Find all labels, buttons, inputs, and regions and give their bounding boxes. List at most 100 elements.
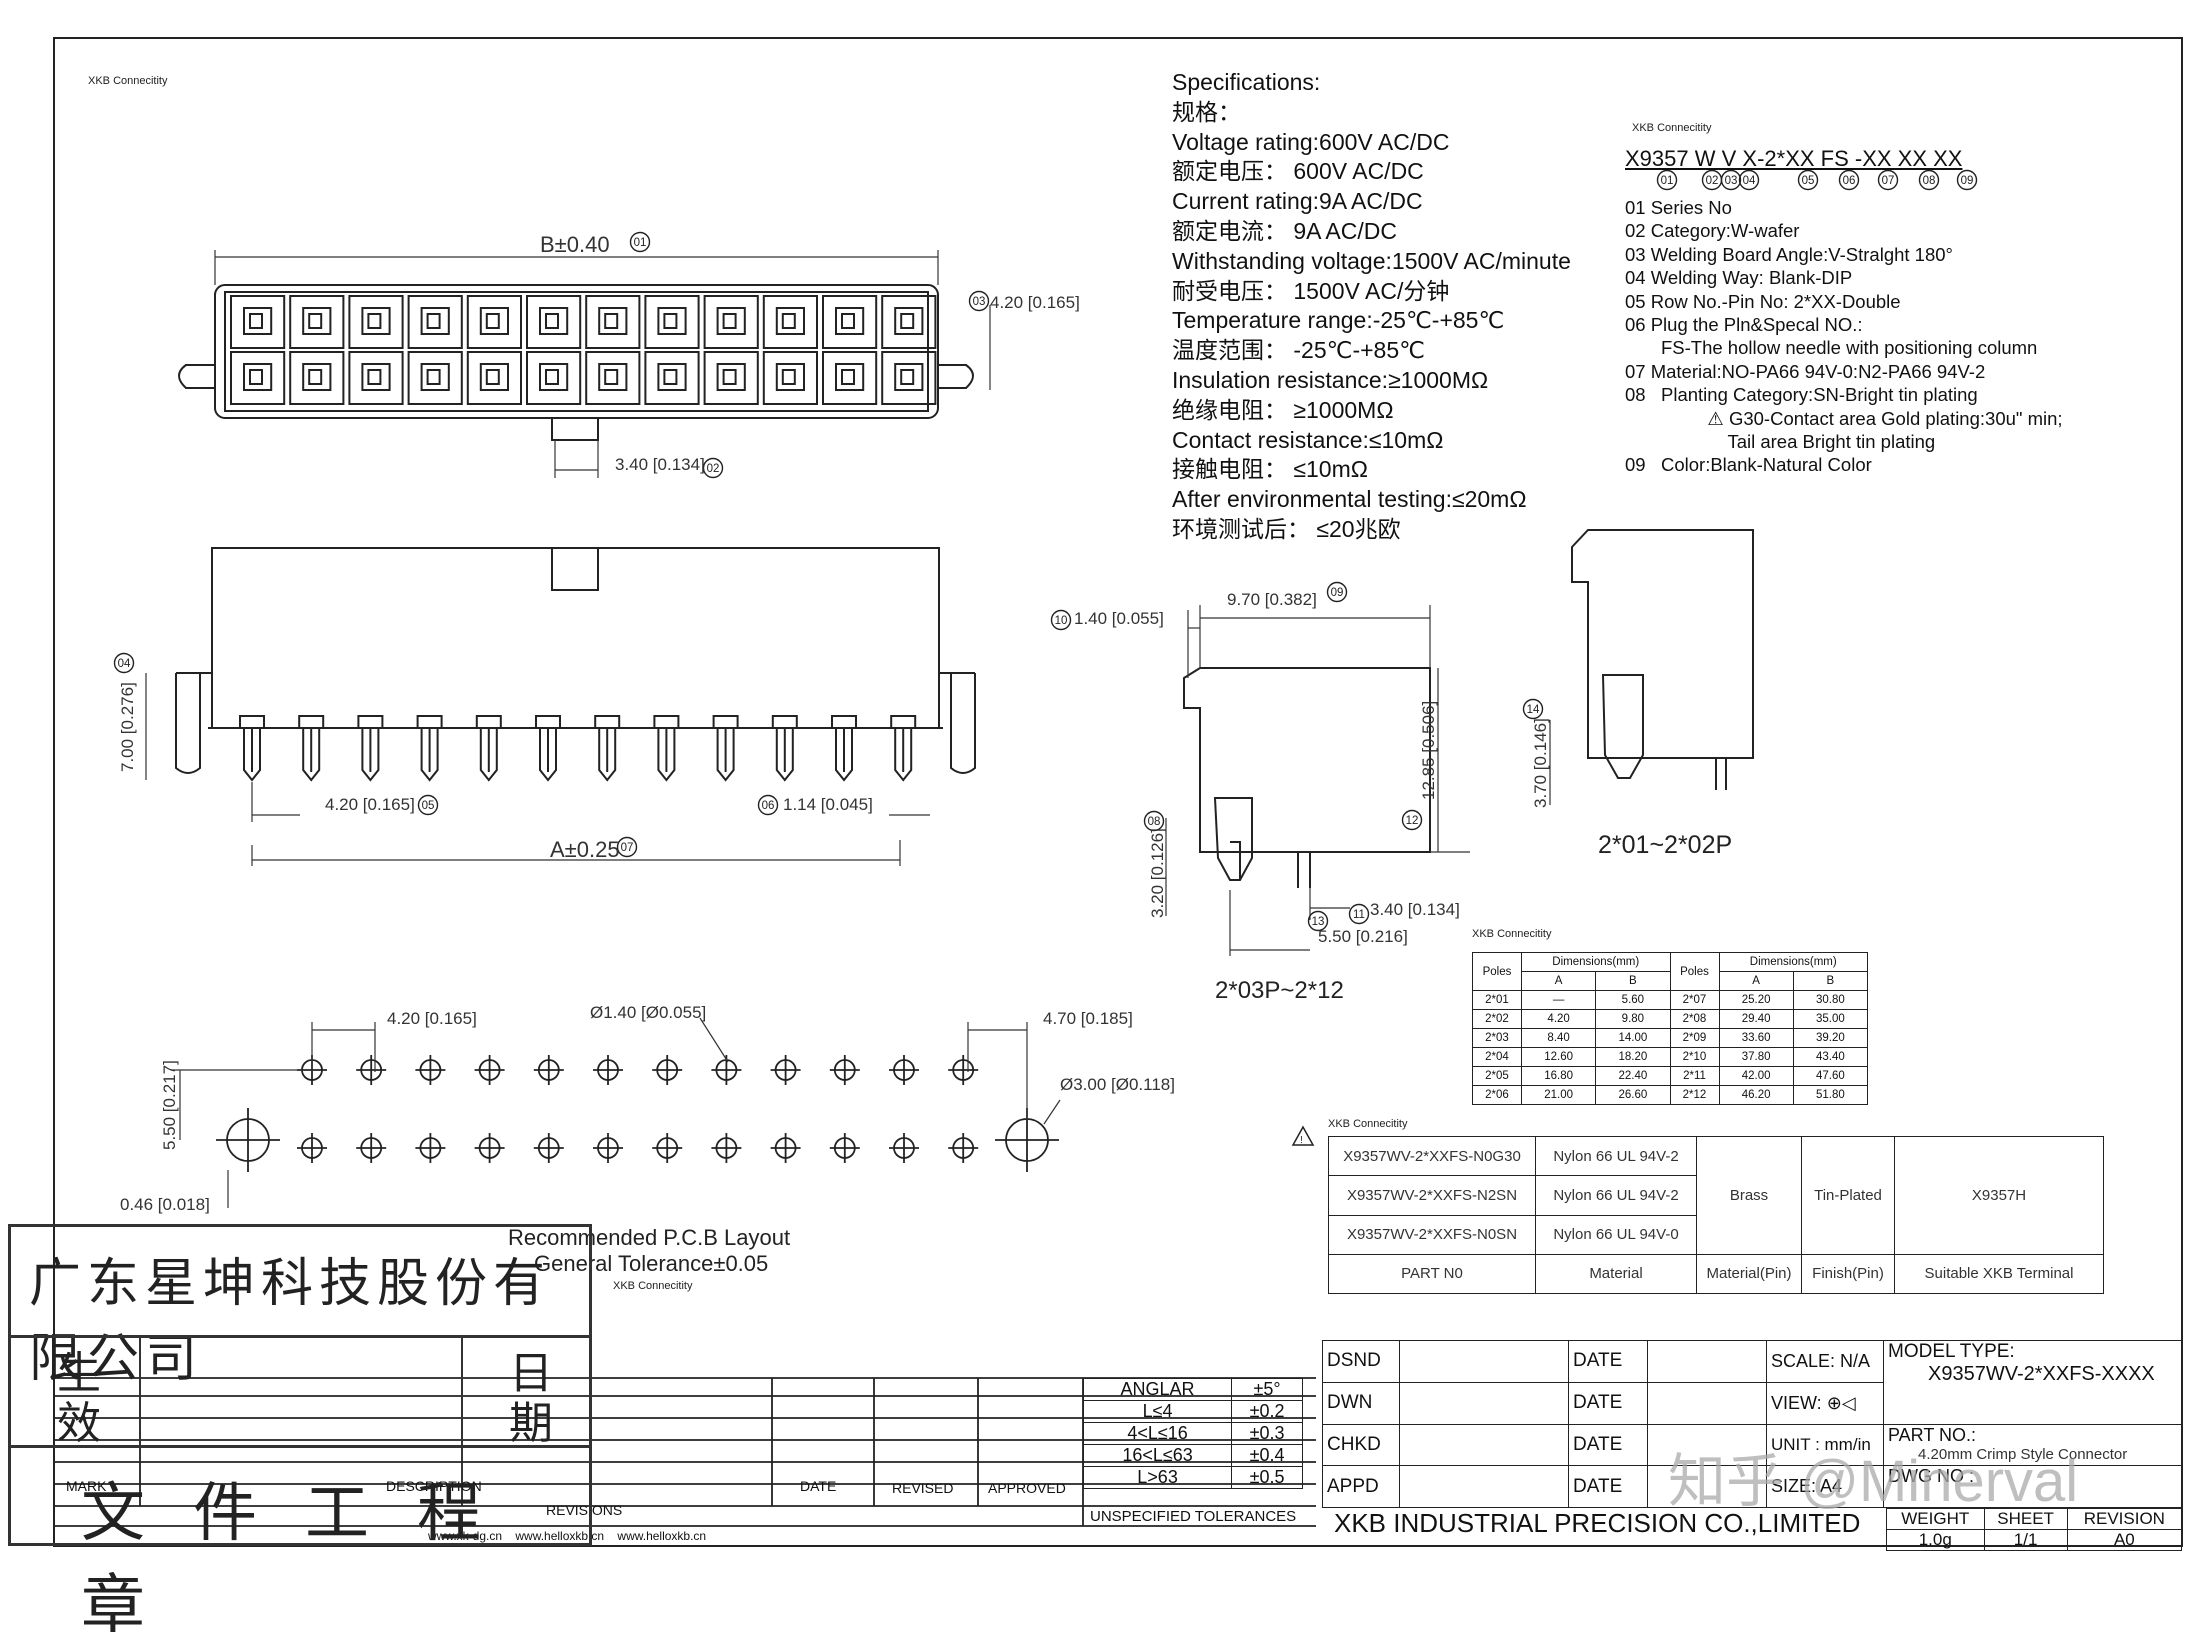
cavity-latch [657, 307, 687, 335]
cavity [881, 351, 937, 405]
pcb-layout [216, 1055, 1059, 1172]
tb-model: X9357WV-2*XXFS-XXXX [1928, 1363, 2155, 1385]
cavity [762, 351, 818, 405]
view-labels: 2*01~2*02P 2*03P~2*12 Recommended P.C.B … [88, 75, 1732, 1292]
callout-balloon [1143, 810, 1165, 832]
cavity-latch [894, 307, 924, 335]
th-dims: Dimensions(mm) [1521, 952, 1671, 972]
dim-cell: 42.00 [1718, 1066, 1794, 1086]
cavity [703, 351, 759, 405]
rev-footer: REVISIONS [546, 1502, 623, 1518]
dim-cell: 22.40 [1595, 1066, 1671, 1086]
tb-weight: 1.0g [1886, 1529, 1985, 1551]
part-code-legend: 01 Series No 02 Category:W-wafer 03 Weld… [1625, 196, 2063, 477]
brand-dimtab: XKB Connecitity [1472, 928, 1552, 940]
callout-number: 03 [973, 296, 986, 308]
part-no: X9357WV-2*XXFS-N2SN [1328, 1175, 1536, 1216]
pin [416, 715, 443, 782]
dim-cell: 37.80 [1718, 1047, 1794, 1067]
callout-number: 05 [1802, 175, 1815, 187]
cavity [407, 351, 463, 405]
pin-material: Brass [1696, 1136, 1802, 1255]
tol-value: ±0.5 [1231, 1466, 1303, 1489]
cavity [526, 295, 582, 349]
tb-sheet: 1/1 [1983, 1529, 2068, 1551]
watermark: 知乎 @Minerval [1668, 1449, 2079, 1514]
tb-view: VIEW: ⊕◁ [1766, 1381, 1884, 1425]
label-side-view: 2*03P~2*12 [1215, 977, 1344, 1004]
callout-number: 03 [1725, 175, 1738, 187]
dim-cell: 2*10 [1669, 1047, 1720, 1067]
callout-number: 10 [1055, 615, 1068, 627]
code-item: 09 Color:Blank-Natural Color [1625, 454, 1872, 476]
cavity-latch [835, 307, 865, 335]
code-item: ⚠ G30-Contact area Gold plating:30u" min… [1625, 407, 2063, 429]
brand-code: XKB Connecitity [1632, 122, 1712, 134]
callout-balloon [1797, 169, 1819, 191]
dim-05: 4.20 [0.165] [325, 795, 415, 814]
pin [535, 715, 561, 782]
small-side-view [1571, 529, 1754, 790]
cavity [348, 295, 404, 349]
dim-a: A±0.25 [550, 837, 620, 862]
dim-cell: 9.80 [1595, 1009, 1671, 1029]
spec-line: 额定电压： 600V AC/DC [1172, 158, 1424, 185]
dim-cell: 18.20 [1595, 1047, 1671, 1067]
tol-label: L>63 [1082, 1466, 1233, 1489]
th-b: B [1792, 971, 1869, 991]
spec-line: Contact resistance:≤10mΩ [1172, 426, 1444, 453]
dim-cell: 2*06 [1472, 1085, 1522, 1105]
contact [722, 313, 737, 329]
pcb-off: 0.46 [0.018] [120, 1195, 210, 1214]
cavity [466, 295, 522, 349]
part-no: X9357WV-2*XXFS-N0SN [1328, 1214, 1536, 1255]
callout-number: 04 [118, 658, 131, 670]
callout-balloon [1326, 581, 1348, 603]
cavity-latch [243, 363, 273, 391]
callout-number: 12 [1406, 815, 1419, 827]
code-item: 04 Welding Way: Blank-DIP [1625, 267, 1853, 289]
tb-model-label: MODEL TYPE: [1888, 1341, 2015, 1362]
callout-balloon [1401, 809, 1423, 831]
dim-cell: 29.40 [1718, 1009, 1794, 1029]
dim-b: B±0.40 [540, 232, 610, 257]
company-seal-stamp: 广东星坤科技股份有限公司 生 效 日 期 文件工程章 [8, 1224, 592, 1643]
cavity [822, 351, 878, 405]
callout-number: 14 [1527, 704, 1540, 716]
callout-balloon [1838, 169, 1860, 191]
rev-col-approved: APPROVED [988, 1480, 1066, 1496]
spec-line: Current rating:9A AC/DC [1172, 188, 1423, 215]
footer-finish: Finish(Pin) [1801, 1253, 1895, 1295]
spec-line: 环境测试后： ≤20兆欧 [1172, 515, 1401, 542]
callout-number: 11 [1353, 909, 1365, 921]
dim-cell: 2*05 [1472, 1066, 1522, 1086]
cavity-latch [420, 307, 450, 335]
callout-balloon [616, 836, 638, 858]
th-poles: Poles [1669, 952, 1720, 991]
spec-line: Voltage rating:600V AC/DC [1172, 128, 1450, 155]
pin [712, 715, 739, 782]
callout-number: 01 [634, 237, 647, 249]
cavity [585, 351, 641, 405]
dim-cell: — [1520, 990, 1597, 1010]
brand-mat: XKB Connecitity [1328, 1118, 1408, 1130]
cavity [644, 351, 700, 405]
spec-line: 温度范围： -25℃-+85℃ [1172, 337, 1425, 364]
dim-11: 3.40 [0.134] [1370, 900, 1460, 919]
th-dims: Dimensions(mm) [1718, 952, 1868, 972]
callout-number: 07 [621, 842, 634, 854]
dim-cell: 4.20 [1520, 1009, 1597, 1029]
spec-line: Temperature range:-25℃-+85℃ [1172, 307, 1505, 334]
spec-title-cn: 规格： [1172, 98, 1241, 125]
callout-number: 02 [1706, 175, 1719, 187]
callout-number: 04 [1743, 175, 1756, 187]
callout-balloon [1738, 169, 1760, 191]
dim-cell: 46.20 [1718, 1085, 1794, 1105]
cavity [407, 295, 463, 349]
callout-number: 09 [1331, 587, 1344, 599]
dim-cell: 2*07 [1669, 990, 1720, 1010]
